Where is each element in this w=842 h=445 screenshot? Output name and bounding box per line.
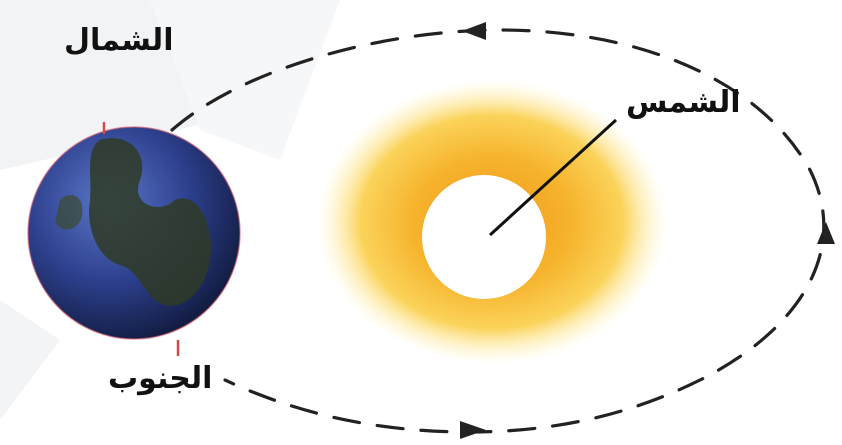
label-south: الجنوب [108, 361, 213, 396]
sun-core [422, 175, 546, 299]
orbit-arrow-top-icon [462, 22, 486, 40]
label-north: الشمال [64, 23, 174, 58]
earth [27, 122, 241, 356]
orbit-arrow-bottom-icon [460, 421, 486, 439]
sun [317, 80, 667, 364]
earth-landmass-small [55, 195, 83, 230]
earth-outline [27, 126, 241, 340]
orbit-path [170, 28, 826, 434]
sun-label-pointer-line [488, 118, 618, 237]
orbit-arrow-right-icon [817, 222, 835, 244]
earth-landmass [89, 138, 211, 306]
label-sun: الشمس [626, 85, 741, 120]
background-shape-top [150, 0, 340, 160]
orbit-dashed-line [170, 28, 826, 434]
background-shape-bottom-left [0, 300, 60, 420]
